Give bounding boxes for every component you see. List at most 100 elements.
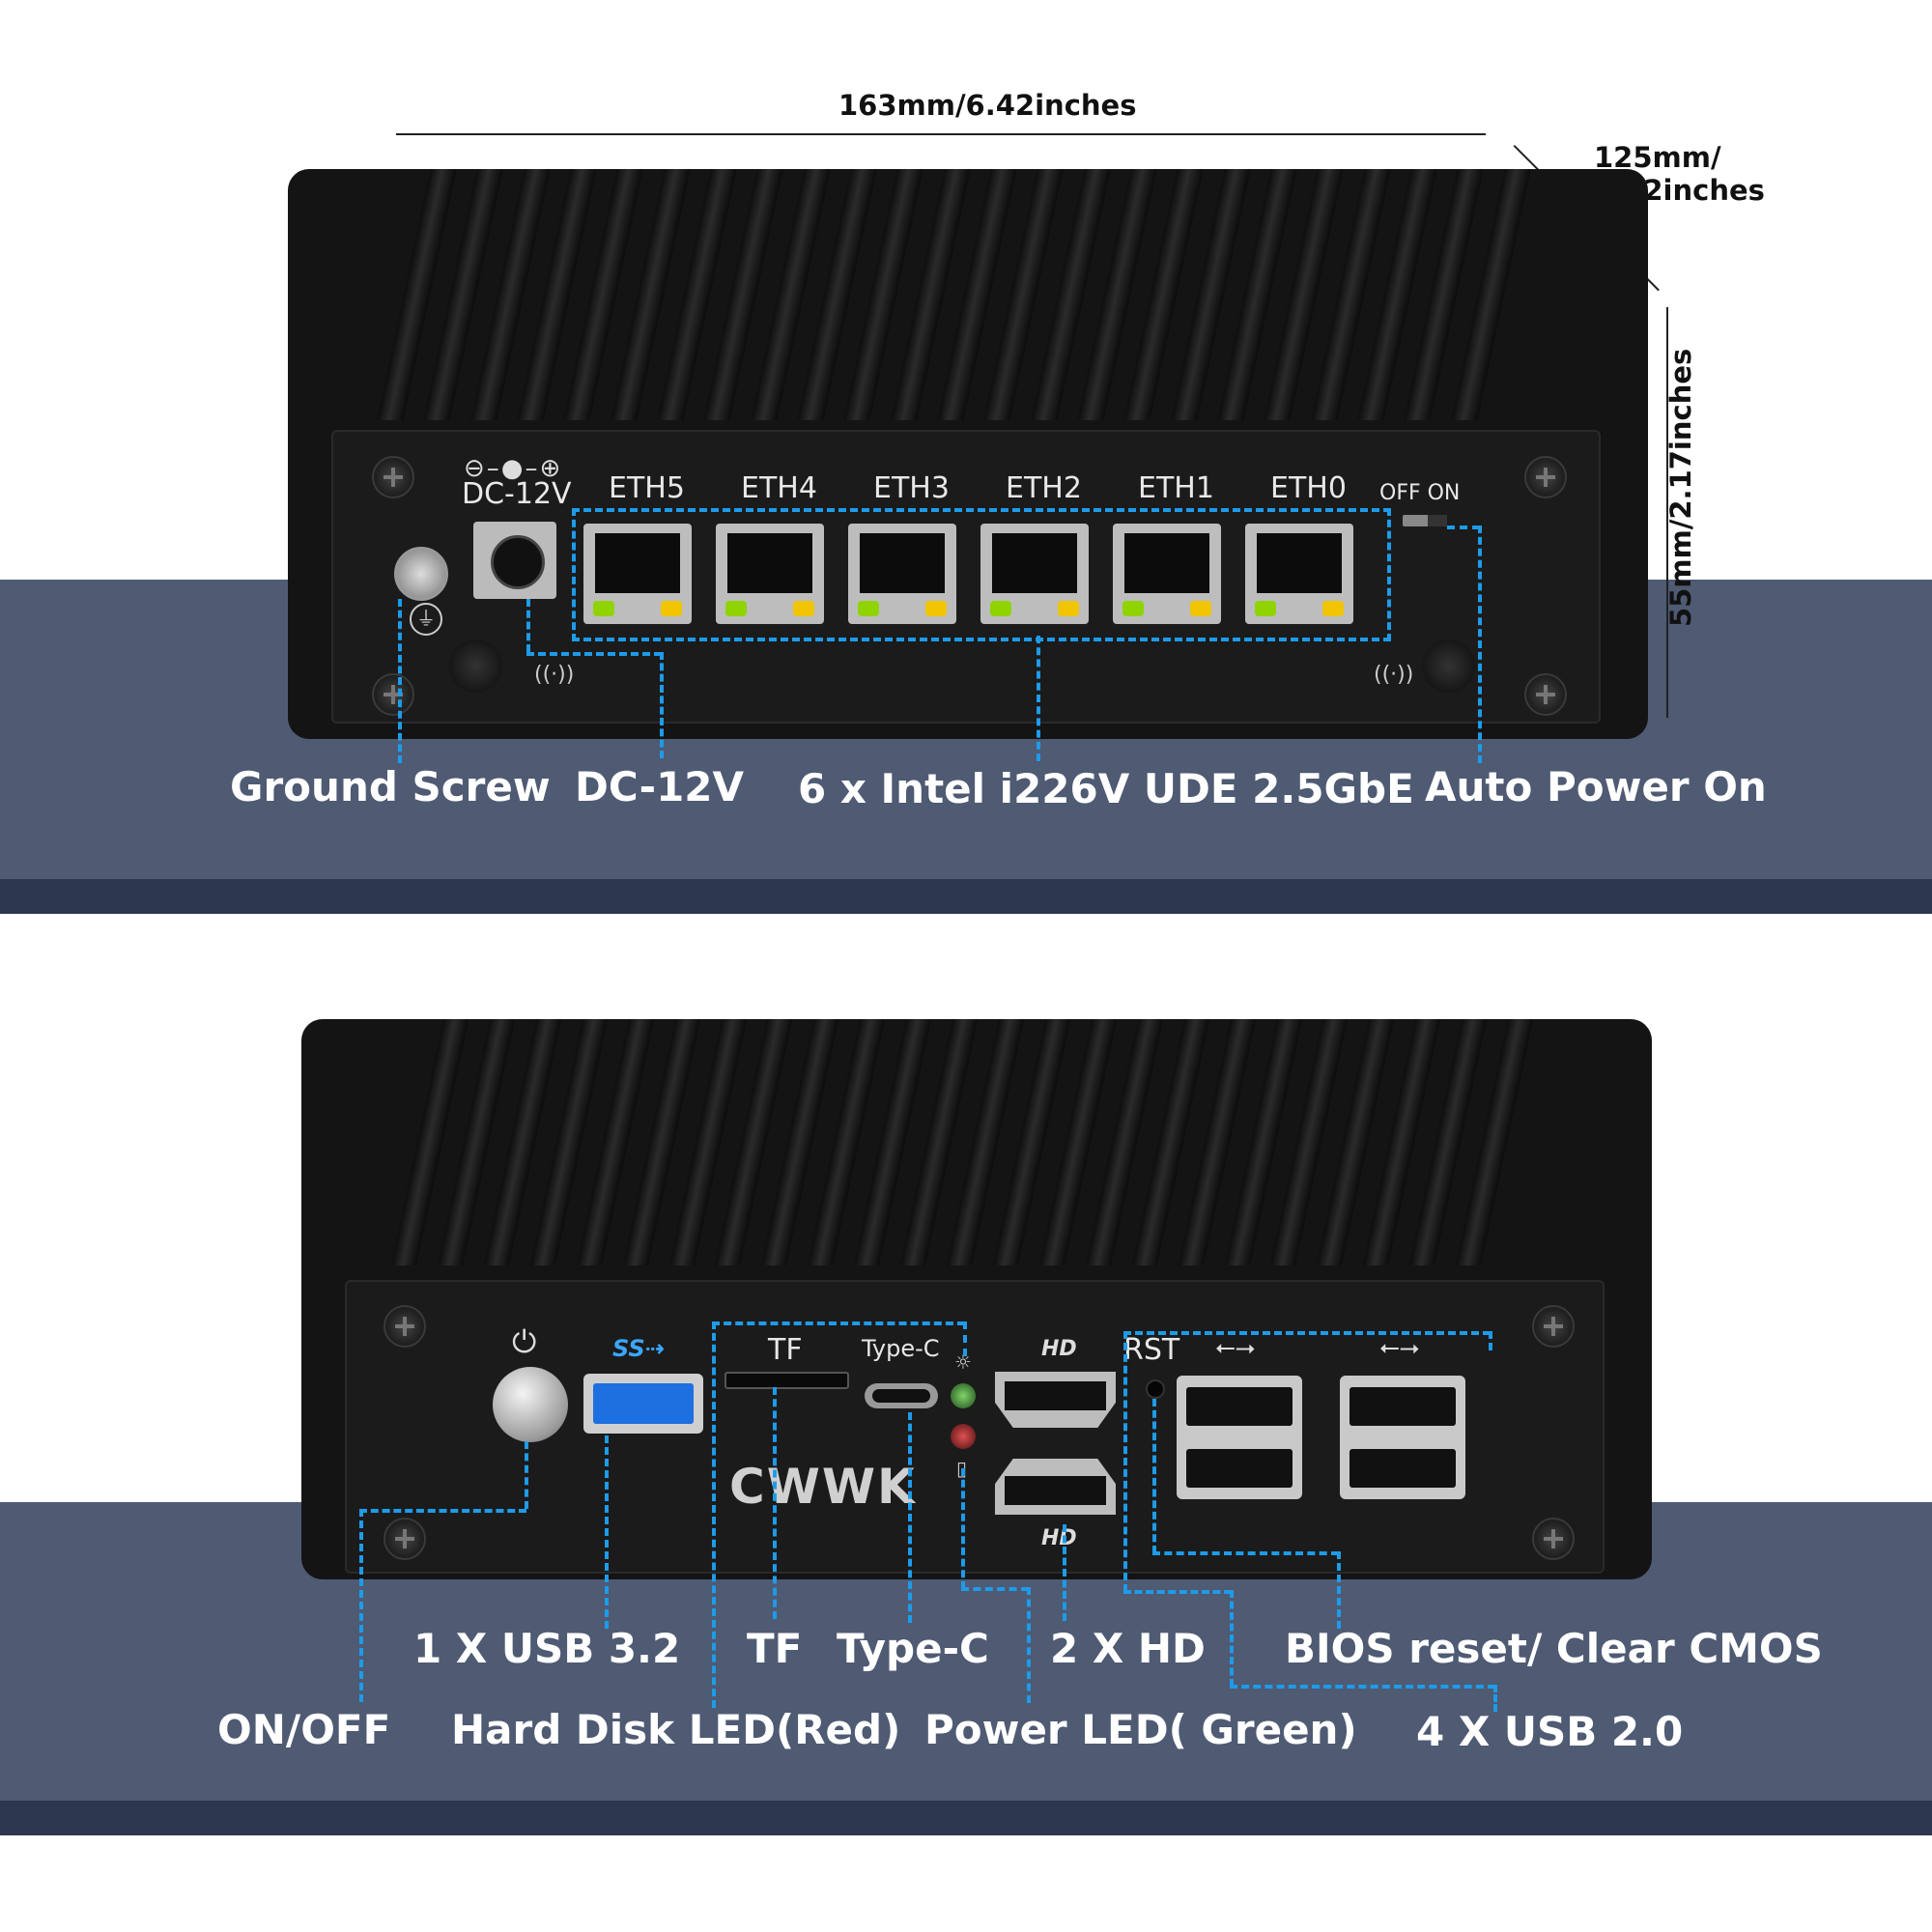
callout-line-typec bbox=[908, 1412, 912, 1623]
callout-line-power-led-1 bbox=[961, 1468, 965, 1589]
eth-port-label: ETH0 bbox=[1270, 471, 1347, 505]
antenna-right-icon bbox=[1422, 639, 1475, 693]
callout-hd: 2 X HD bbox=[1050, 1625, 1206, 1672]
activity-led-yellow bbox=[1322, 601, 1344, 616]
callout-usb32: 1 X USB 3.2 bbox=[413, 1625, 681, 1672]
hdd-led-red bbox=[951, 1424, 976, 1449]
ethernet-port-eth5[interactable] bbox=[583, 524, 692, 624]
eth-port-label: ETH5 bbox=[609, 471, 685, 505]
rst-button[interactable] bbox=[1146, 1379, 1165, 1399]
hd-icon-bottom: HD bbox=[1041, 1526, 1077, 1550]
callout-line-usb20-right bbox=[1489, 1331, 1492, 1350]
callout-tf: TF bbox=[747, 1625, 803, 1672]
callout-line-power-1 bbox=[1447, 526, 1480, 529]
callout-line-usb20-left bbox=[1123, 1331, 1127, 1592]
screw-icon bbox=[1524, 456, 1567, 498]
callout-line-tf bbox=[773, 1387, 777, 1619]
callout-dc-12v: DC-12V bbox=[575, 763, 745, 810]
callout-line-bios-3 bbox=[1337, 1551, 1341, 1629]
callout-line-power-2 bbox=[1478, 526, 1482, 763]
usb2-stack-right[interactable] bbox=[1340, 1376, 1465, 1499]
link-led-green bbox=[990, 601, 1011, 616]
callout-ethernet: 6 x Intel i226V UDE 2.5GbE bbox=[798, 765, 1414, 812]
eth-port-label: ETH3 bbox=[873, 471, 950, 505]
eth-port-label: ETH1 bbox=[1138, 471, 1214, 505]
callout-line-usb32 bbox=[605, 1435, 609, 1629]
hd-port-1[interactable] bbox=[995, 1372, 1116, 1428]
usb2-stack-left[interactable] bbox=[1177, 1376, 1302, 1499]
callout-power-led: Power LED( Green) bbox=[924, 1706, 1357, 1753]
typec-port[interactable] bbox=[865, 1383, 938, 1408]
bottom-heatsink bbox=[390, 1019, 1534, 1265]
dimension-height-label: 55mm/2.17inches bbox=[1664, 348, 1697, 627]
power-switch-label: OFF ON bbox=[1379, 481, 1461, 505]
usb2-slot bbox=[1350, 1449, 1456, 1488]
activity-led-yellow bbox=[1190, 601, 1211, 616]
power-button[interactable] bbox=[493, 1367, 568, 1442]
bottom-band-stripe bbox=[0, 1801, 1932, 1835]
activity-led-yellow bbox=[925, 601, 947, 616]
screw-icon bbox=[372, 673, 414, 716]
usb3-port[interactable] bbox=[583, 1374, 703, 1434]
callout-line-hdd-right bbox=[963, 1321, 967, 1356]
callout-line-onoff-3 bbox=[359, 1509, 363, 1702]
callout-line-hd bbox=[1063, 1524, 1066, 1621]
screw-icon bbox=[372, 456, 414, 498]
hd-port-2-hole bbox=[1005, 1476, 1106, 1505]
typec-port-hole bbox=[872, 1389, 930, 1403]
callout-line-onoff-1 bbox=[525, 1441, 528, 1509]
ethernet-port-hole bbox=[992, 533, 1077, 593]
callout-line-usb20-end bbox=[1493, 1685, 1497, 1712]
brand-logo: CWWK bbox=[729, 1459, 917, 1515]
screw-icon bbox=[1532, 1518, 1575, 1560]
screw-icon bbox=[1524, 673, 1567, 716]
callout-line-usb20-bottom bbox=[1230, 1685, 1495, 1689]
usb3-icon: SS⇢ bbox=[612, 1335, 665, 1362]
callout-line-usb20-top bbox=[1123, 1331, 1491, 1335]
dimension-width-label: 163mm/6.42inches bbox=[838, 89, 1137, 122]
hd-port-1-hole bbox=[1005, 1381, 1106, 1410]
ethernet-port-hole bbox=[595, 533, 680, 593]
callout-line-bios-1 bbox=[1152, 1399, 1156, 1553]
dimension-width-line bbox=[396, 133, 1486, 135]
callout-line-bios-2 bbox=[1152, 1551, 1339, 1555]
link-led-green bbox=[593, 601, 614, 616]
hd-icon-top: HD bbox=[1041, 1337, 1077, 1361]
power-switch[interactable] bbox=[1403, 515, 1447, 526]
usb2-slot bbox=[1350, 1387, 1456, 1426]
dc-port-label: DC-12V bbox=[462, 477, 572, 511]
callout-onoff: ON/OFF bbox=[217, 1706, 391, 1753]
screw-icon bbox=[384, 1518, 426, 1560]
dc-jack-hole bbox=[491, 535, 545, 589]
typec-port-label: Type-C bbox=[862, 1335, 940, 1362]
ethernet-port-hole bbox=[1124, 533, 1209, 593]
link-led-green bbox=[858, 601, 879, 616]
dimension-height-line bbox=[1666, 307, 1668, 718]
hd-port-2[interactable] bbox=[995, 1459, 1116, 1515]
screw-icon bbox=[384, 1305, 426, 1348]
callout-line-power-led-2 bbox=[961, 1587, 1029, 1591]
ethernet-port-eth2[interactable] bbox=[980, 524, 1089, 624]
usb-icon-left: ⭠⭢ bbox=[1215, 1333, 1256, 1362]
callout-usb20: 4 X USB 2.0 bbox=[1416, 1708, 1684, 1755]
link-led-green bbox=[725, 601, 747, 616]
antenna-left-icon bbox=[449, 639, 502, 693]
callout-line-hdd-top bbox=[712, 1321, 965, 1325]
usb2-slot bbox=[1186, 1449, 1293, 1488]
ethernet-port-eth0[interactable] bbox=[1245, 524, 1353, 624]
ground-symbol-icon: ⏚ bbox=[410, 603, 442, 636]
ethernet-port-eth4[interactable] bbox=[716, 524, 824, 624]
activity-led-yellow bbox=[793, 601, 814, 616]
usb2-slot bbox=[1186, 1387, 1293, 1426]
tf-slot[interactable] bbox=[724, 1372, 849, 1389]
rst-label: RST bbox=[1123, 1333, 1180, 1367]
ethernet-group-outline bbox=[572, 508, 1391, 641]
ethernet-port-eth3[interactable] bbox=[848, 524, 956, 624]
callout-line-onoff-2 bbox=[359, 1509, 526, 1513]
power-led-icon: ☼ bbox=[954, 1350, 972, 1374]
dc-polarity-icon: ⊖–●–⊕ bbox=[464, 454, 563, 483]
ethernet-port-eth1[interactable] bbox=[1113, 524, 1221, 624]
callout-line-dc-3 bbox=[660, 652, 664, 758]
eth-port-label: ETH2 bbox=[1006, 471, 1082, 505]
callout-line-ground bbox=[398, 599, 402, 763]
